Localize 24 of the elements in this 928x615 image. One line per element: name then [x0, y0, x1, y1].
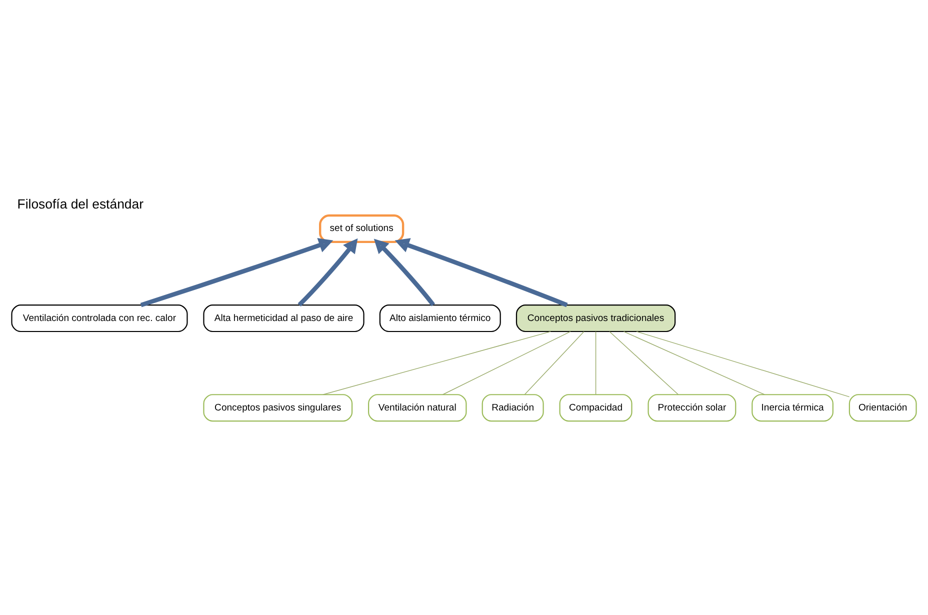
arrow [374, 238, 436, 306]
connector [636, 330, 850, 397]
node-box: Orientación [848, 394, 917, 422]
connector [442, 330, 571, 394]
node-box: set of solutions [319, 214, 404, 243]
connector [595, 330, 596, 394]
connector [623, 330, 766, 394]
node-box: Radiación [482, 394, 544, 422]
connector [609, 330, 679, 394]
node-box: Ventilación controlada con rec. calor [11, 304, 188, 332]
node-box: Protección solar [648, 394, 736, 422]
connector [524, 330, 584, 394]
diagram-title: Filosofía del estándar [17, 196, 144, 211]
node-box: Compacidad [559, 394, 632, 422]
arrow [394, 238, 568, 307]
node-box: Alta hermeticidad al paso de aire [203, 304, 364, 332]
connector [322, 330, 551, 394]
node-box: Inercia térmica [752, 394, 834, 422]
arrow [140, 238, 334, 307]
node-box: Alto aislamiento térmico [379, 304, 501, 332]
arrow [298, 238, 358, 306]
node-box: Conceptos pasivos tradicionales [516, 304, 676, 332]
node-box: Ventilación natural [368, 394, 467, 422]
node-box: Conceptos pasivos singulares [203, 394, 353, 422]
